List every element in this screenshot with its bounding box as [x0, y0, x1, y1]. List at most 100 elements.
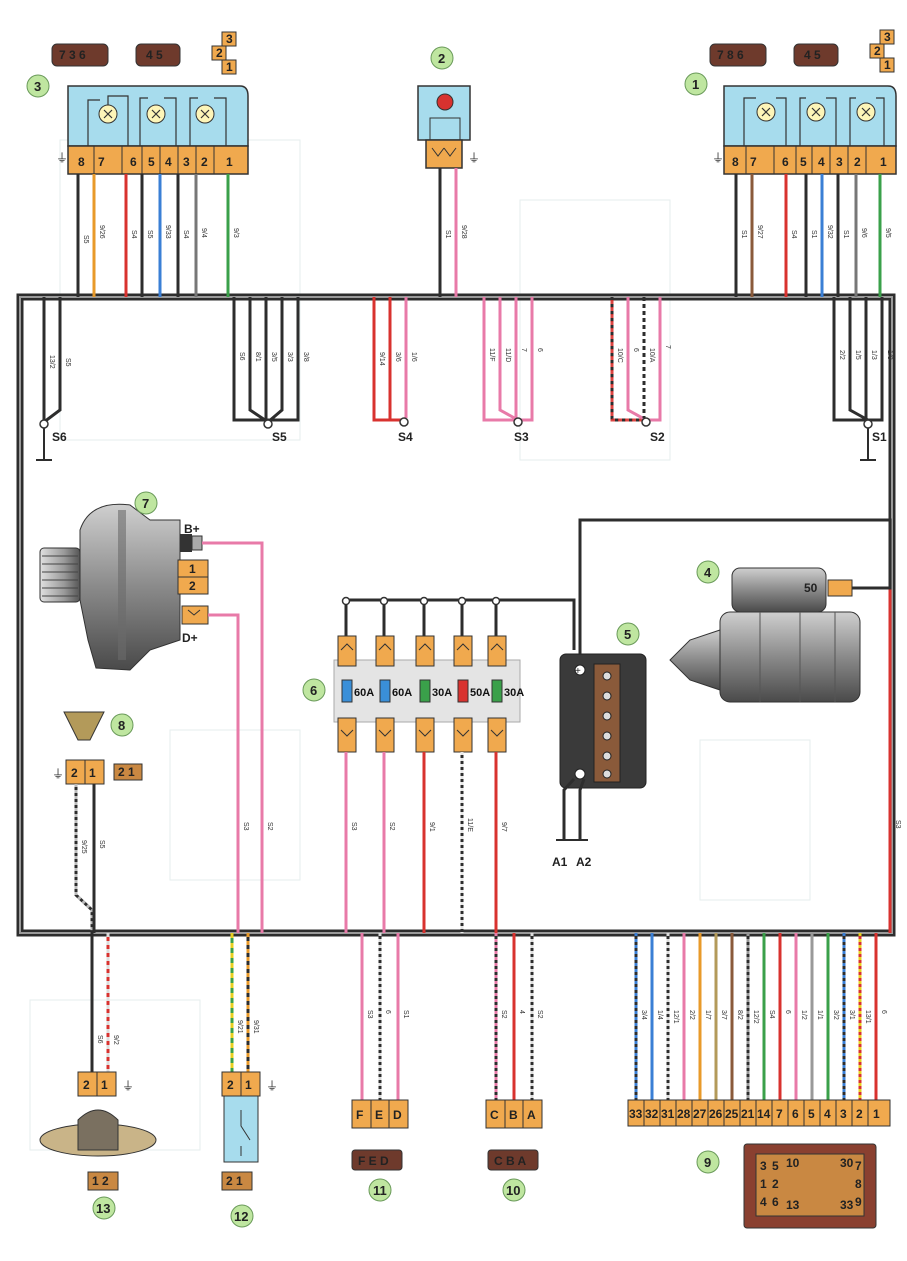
svg-text:B: B — [509, 1108, 518, 1122]
badge-11: 11 — [373, 1183, 387, 1198]
badge-3: 3 — [34, 79, 41, 94]
alternator-terminals: 1 2 B+ D+ — [177, 522, 209, 645]
pin-5: 5 — [800, 155, 807, 169]
pin-7: 7 — [98, 155, 105, 169]
svg-text:6: 6 — [632, 348, 639, 352]
svg-text:S4: S4 — [790, 230, 797, 239]
svg-text:9/21: 9/21 — [236, 1020, 243, 1034]
svg-text:33: 33 — [840, 1198, 854, 1212]
svg-text:7: 7 — [776, 1107, 783, 1121]
svg-text:4: 4 — [518, 1010, 525, 1014]
splice-label-s4: S4 — [398, 430, 413, 444]
svg-text:S1: S1 — [740, 230, 747, 239]
svg-text:S2: S2 — [388, 822, 395, 831]
svg-text:1/3: 1/3 — [870, 350, 877, 360]
badge-4: 4 — [704, 565, 712, 580]
svg-text:11/E: 11/E — [466, 818, 473, 832]
badge-2: 2 — [438, 51, 445, 66]
svg-text:F: F — [356, 1108, 363, 1122]
svg-text:2: 2 — [189, 579, 196, 593]
svg-text:4: 4 — [760, 1195, 767, 1209]
svg-text:2: 2 — [772, 1177, 779, 1191]
badge-8: 8 — [118, 718, 125, 733]
svg-text:3: 3 — [226, 32, 233, 46]
svg-text:9/7: 9/7 — [500, 822, 507, 832]
connector-9-wires — [634, 933, 878, 1100]
lamp-right-connector-views: 7 8 6 4 5 3 2 1 — [709, 29, 895, 73]
pin-3: 3 — [836, 155, 843, 169]
relay-block: + — [556, 518, 892, 841]
splice-label-s5: S5 — [272, 430, 287, 444]
pin-1: 1 — [226, 155, 233, 169]
svg-text:9/2: 9/2 — [112, 1035, 119, 1045]
svg-text:S5: S5 — [64, 358, 71, 367]
svg-text:9/14: 9/14 — [378, 352, 385, 366]
svg-text:S1: S1 — [444, 230, 451, 239]
svg-text:9/1: 9/1 — [428, 822, 435, 832]
svg-text:9/5: 9/5 — [884, 228, 891, 238]
badge-12: 12 — [234, 1209, 248, 1224]
svg-text:⏚: ⏚ — [52, 767, 64, 781]
splice-s5 — [232, 297, 300, 429]
svg-text:3/6: 3/6 — [394, 352, 401, 362]
svg-text:10/A: 10/A — [648, 348, 655, 363]
svg-text:3/4: 3/4 — [640, 1010, 647, 1020]
svg-text:2: 2 — [83, 1078, 90, 1092]
svg-text:9/28: 9/28 — [460, 225, 467, 239]
pin-8: 8 — [732, 155, 739, 169]
horn-wires — [74, 784, 96, 933]
svg-text:6: 6 — [784, 1010, 791, 1014]
svg-text:12/2: 12/2 — [752, 1010, 759, 1024]
splice-label-s6: S6 — [52, 430, 67, 444]
plus-terminal-icon: + — [575, 666, 581, 677]
svg-text:S6: S6 — [96, 1035, 103, 1044]
svg-text:S5: S5 — [98, 840, 105, 849]
svg-text:1/7: 1/7 — [704, 1010, 711, 1020]
svg-text:4: 4 — [824, 1107, 831, 1121]
svg-text:A: A — [527, 1108, 536, 1122]
starter-terminal: 50 — [804, 581, 818, 595]
lamp-right-pins: 8 7 6 5 4 3 2 1 — [732, 155, 887, 169]
svg-text:3/7: 3/7 — [720, 1010, 727, 1020]
sensor-switch: 2 1 ⏚ 2 1 — [221, 933, 278, 1191]
lamp-left-connector-views: 7 3 6 4 5 3 2 1 — [51, 31, 237, 75]
connector-9: 33 32 31 28 27 26 25 21 14 7 6 5 4 3 2 1 — [627, 1099, 891, 1127]
svg-text:1: 1 — [245, 1078, 252, 1092]
svg-text:1: 1 — [760, 1177, 767, 1191]
svg-text:D: D — [393, 1108, 402, 1122]
svg-text:9/25: 9/25 — [80, 840, 87, 854]
alternator-wires — [202, 541, 264, 933]
svg-text:9/27: 9/27 — [756, 225, 763, 239]
svg-text:4 5: 4 5 — [804, 48, 821, 62]
svg-text:2: 2 — [874, 44, 881, 58]
svg-text:S1: S1 — [402, 1010, 409, 1019]
svg-text:S3: S3 — [366, 1010, 373, 1019]
splice-s1 — [832, 297, 884, 461]
svg-text:2/2: 2/2 — [838, 350, 845, 360]
svg-text:14: 14 — [757, 1107, 771, 1121]
svg-text:1/2: 1/2 — [800, 1010, 807, 1020]
pin-6: 6 — [130, 155, 137, 169]
svg-text:6: 6 — [880, 1010, 887, 1014]
ground-a1: A1 — [552, 855, 568, 869]
svg-text:6: 6 — [536, 348, 543, 352]
svg-text:8/2: 8/2 — [736, 1010, 743, 1020]
svg-text:⏚: ⏚ — [122, 1079, 134, 1093]
fan-motor: 2 1 ⏚ 1 2 — [39, 933, 157, 1191]
pin-8: 8 — [78, 155, 85, 169]
svg-text:2 1: 2 1 — [118, 765, 135, 779]
badge-1: 1 — [692, 77, 699, 92]
pin-7: 7 — [750, 155, 757, 169]
pin-4: 4 — [818, 155, 825, 169]
connector-9-wire-labels: 3/4 1/4 12/1 2/2 1/7 3/7 8/2 12/2 S4 6 1… — [640, 1010, 887, 1024]
svg-text:2 1: 2 1 — [226, 1174, 243, 1188]
svg-text:S4: S4 — [768, 1010, 775, 1019]
svg-text:F E D: F E D — [358, 1154, 389, 1168]
pin-2: 2 — [201, 155, 208, 169]
top-wires — [76, 168, 882, 297]
svg-text:S6: S6 — [238, 352, 245, 361]
fuse-1-rating: 60A — [354, 687, 374, 699]
svg-text:9/26: 9/26 — [98, 225, 105, 239]
svg-text:9/33: 9/33 — [164, 225, 171, 239]
svg-text:1/8: 1/8 — [886, 350, 893, 360]
